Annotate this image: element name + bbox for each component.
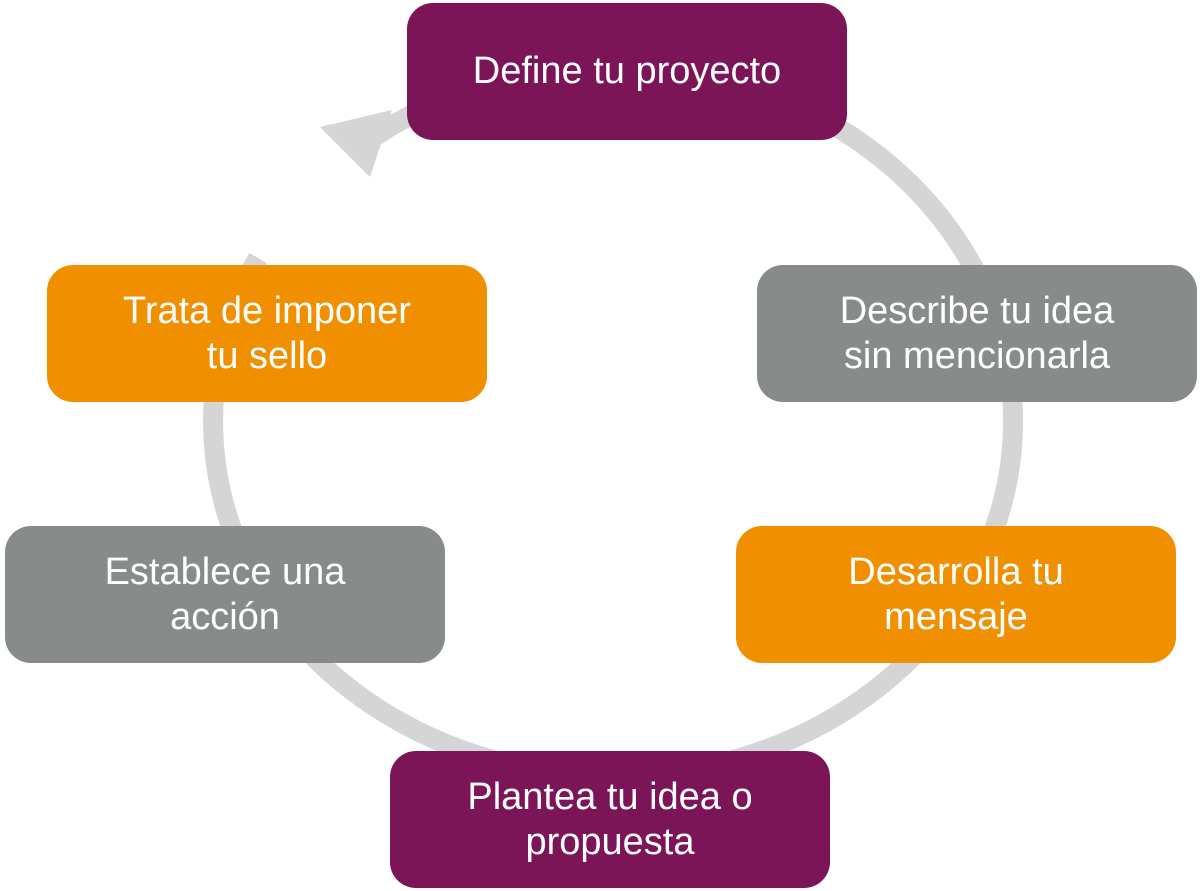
- step-label: Describe tu idea sin mencionarla: [839, 289, 1115, 377]
- step-label: Define tu proyecto: [472, 50, 782, 92]
- step-develop-message: Desarrolla tu mensaje: [736, 526, 1176, 663]
- step-label: Plantea tu idea o propuesta: [467, 775, 753, 863]
- step-propose-idea: Plantea tu idea o propuesta: [390, 751, 830, 888]
- cycle-arrow-icon: [320, 110, 392, 177]
- step-label: Desarrolla tu mensaje: [848, 550, 1064, 638]
- cycle-ring: [203, 56, 1024, 787]
- step-impose-seal: Trata de imponer tu sello: [47, 265, 487, 402]
- step-establish-action: Establece una acción: [5, 526, 445, 663]
- step-define-project: Define tu proyecto: [407, 3, 847, 140]
- step-label: Establece una acción: [104, 550, 346, 638]
- step-describe-idea: Describe tu idea sin mencionarla: [757, 265, 1197, 402]
- step-label: Trata de imponer tu sello: [123, 289, 411, 377]
